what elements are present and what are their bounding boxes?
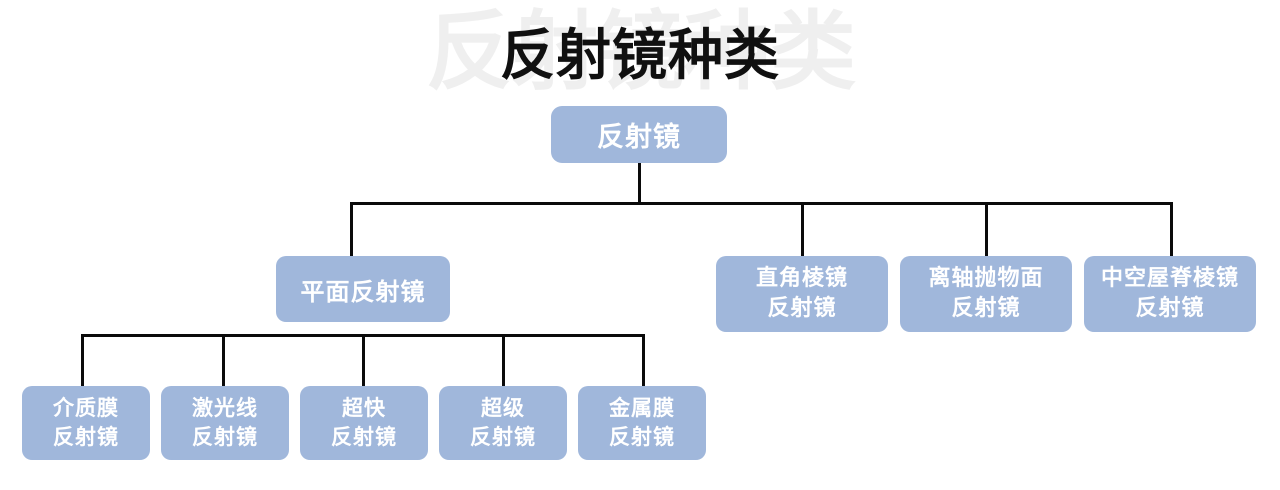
node-label-line-1: 超快 <box>342 396 386 420</box>
node-label-line-2: 反射镜 <box>470 425 536 449</box>
connector-level2-bus <box>350 202 1173 205</box>
node-level2-flat-mirror[interactable]: 平面反射镜 <box>276 256 450 322</box>
connector-drop-level2-1 <box>350 202 353 256</box>
node-label-line-2: 反射镜 <box>951 296 1021 321</box>
node-level2-right-angle-prism-mirror[interactable]: 直角棱镜 反射镜 <box>716 256 888 332</box>
node-leaf-supermirror[interactable]: 超级 反射镜 <box>439 386 567 460</box>
node-label-line-2: 反射镜 <box>1135 296 1205 321</box>
node-level2-off-axis-parabolic-mirror[interactable]: 离轴抛物面 反射镜 <box>900 256 1072 332</box>
connector-drop-level3-5 <box>642 334 645 386</box>
node-leaf-dielectric-film-mirror[interactable]: 介质膜 反射镜 <box>22 386 150 460</box>
node-label-line-1: 超级 <box>481 396 525 420</box>
title-watermark: 反射镜种类 <box>426 2 856 102</box>
node-label-line-1: 金属膜 <box>609 396 675 420</box>
connector-drop-level3-1 <box>81 334 84 386</box>
node-label-line-1: 中空屋脊棱镜 <box>1100 266 1239 291</box>
node-leaf-laser-line-mirror[interactable]: 激光线 反射镜 <box>161 386 289 460</box>
connector-drop-level3-4 <box>502 334 505 386</box>
node-level2-hollow-roof-prism-mirror[interactable]: 中空屋脊棱镜 反射镜 <box>1084 256 1256 332</box>
connector-drop-level3-2 <box>222 334 225 386</box>
node-label-line-1: 直角棱镜 <box>755 266 848 291</box>
node-label-line-2: 反射镜 <box>609 425 675 449</box>
node-leaf-ultrafast-mirror[interactable]: 超快 反射镜 <box>300 386 428 460</box>
node-label-line-2: 反射镜 <box>767 296 837 321</box>
connector-root-stem <box>638 163 641 205</box>
node-label-line-1: 激光线 <box>192 396 258 420</box>
connector-drop-level2-4 <box>1170 202 1173 256</box>
connector-drop-level2-2 <box>801 202 804 256</box>
node-leaf-metal-film-mirror[interactable]: 金属膜 反射镜 <box>578 386 706 460</box>
node-root-label: 反射镜 <box>597 122 681 153</box>
connector-drop-level2-3 <box>985 202 988 256</box>
node-label-line-2: 反射镜 <box>192 425 258 449</box>
connector-drop-level3-3 <box>362 334 365 386</box>
node-label-line-2: 反射镜 <box>331 425 397 449</box>
node-root[interactable]: 反射镜 <box>551 106 727 163</box>
page-title: 反射镜种类 <box>499 23 780 87</box>
node-label-line-1: 离轴抛物面 <box>928 266 1044 291</box>
node-label-line-1: 介质膜 <box>53 396 119 420</box>
node-label-line-2: 反射镜 <box>53 425 119 449</box>
node-label-line-1: 平面反射镜 <box>300 277 426 306</box>
